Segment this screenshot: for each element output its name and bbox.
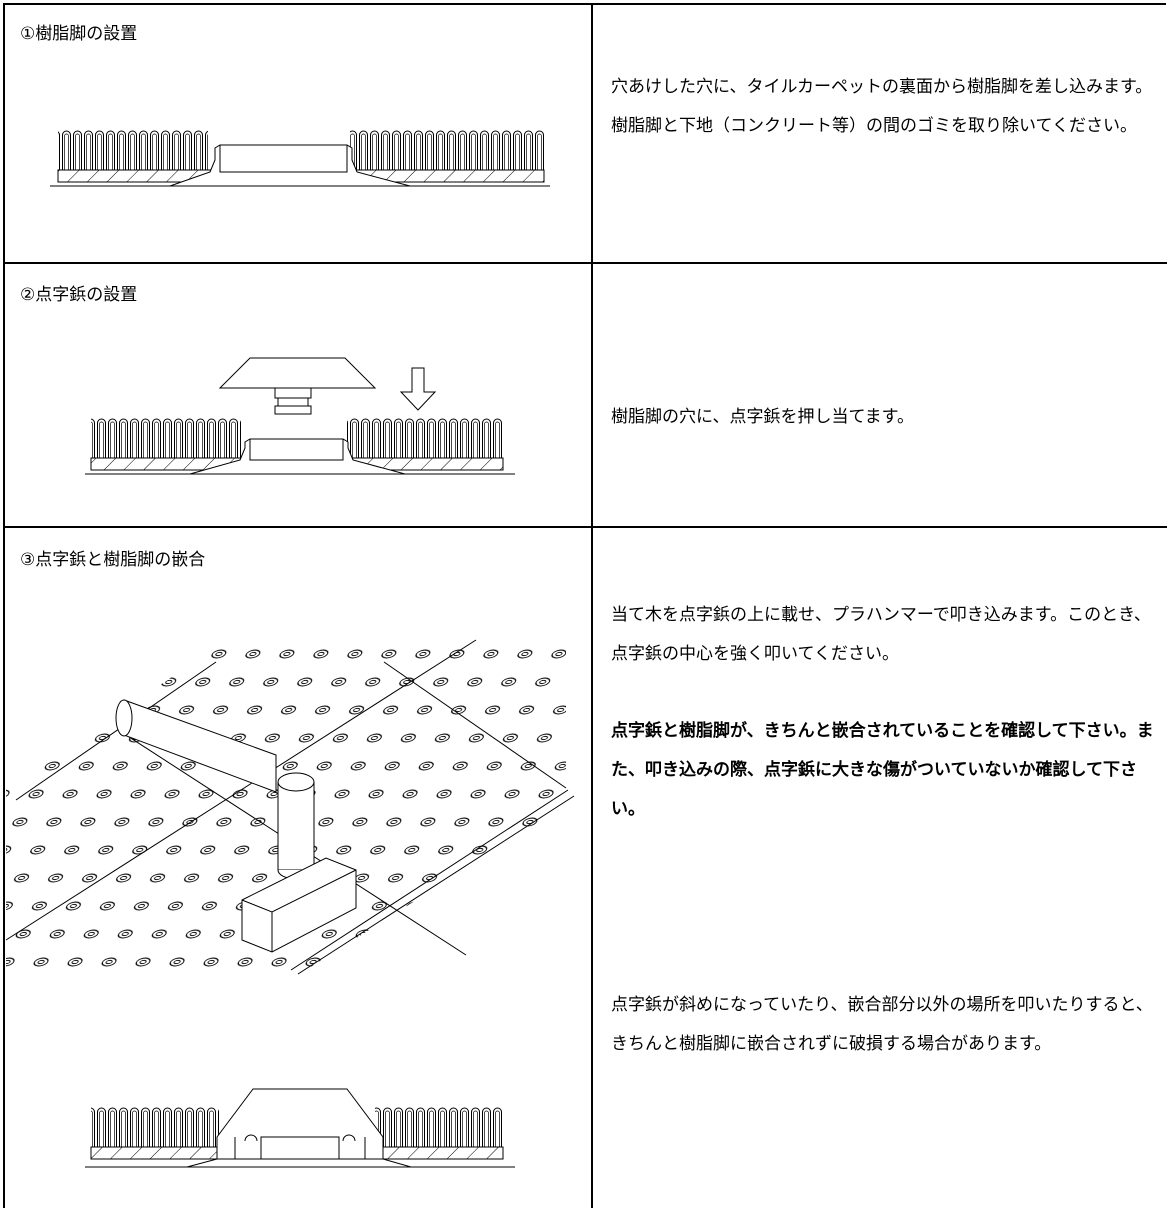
- table-row-divider-2: [3, 526, 1167, 528]
- resin-foot-cross-section-figure: [50, 100, 550, 210]
- step-2-description: 樹脂脚の穴に、点字鋲を押し当てます。: [611, 407, 914, 427]
- fitted-stud-cross-section-figure: [85, 1085, 525, 1195]
- step-1-title: ①樹脂脚の設置: [20, 24, 138, 44]
- table-column-divider: [591, 3, 593, 1208]
- down-arrow-icon: [399, 367, 437, 411]
- braille-stud-placement-figure: [85, 350, 525, 490]
- table-border-top: [3, 3, 1166, 5]
- step-3-caution: 点字鋲が斜めになっていたり、嵌合部分以外の場所を叩いたりすると、きちんと樹脂脚に…: [611, 995, 1153, 1054]
- step-3-warning: 点字鋲と樹脂脚が、きちんと嵌合されていることを確認して下さい。また、叩き込みの際…: [611, 721, 1154, 819]
- table-row-divider-1: [3, 262, 1167, 264]
- hammering-perspective-figure: [5, 639, 586, 975]
- step-2-title: ②点字鋲の設置: [20, 285, 138, 305]
- step-3-description: 当て木を点字鋲の上に載せ、プラハンマーで叩き込みます。このとき、点字鋲の中心を強…: [611, 605, 1151, 664]
- step-3-title: ③点字鋲と樹脂脚の嵌合: [20, 550, 206, 570]
- step-1-description: 穴あけした穴に、タイルカーペットの裏面から樹脂脚を差し込みます。樹脂脚と下地（コ…: [611, 77, 1153, 136]
- table-border-left: [3, 3, 5, 1208]
